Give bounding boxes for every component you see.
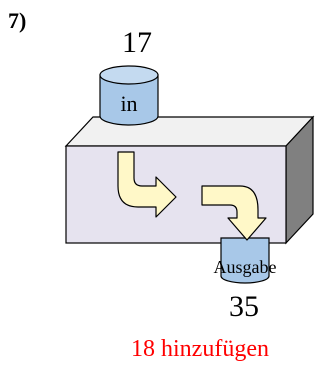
output-value: 35 (229, 290, 259, 323)
output-label: Ausgabe (214, 257, 277, 277)
problem-number: 7) (8, 8, 27, 33)
machine-top-face (64, 116, 315, 147)
process-arrow-1 (117, 151, 177, 218)
process-arrow-2 (201, 185, 267, 241)
output-cylinder: Ausgabe (214, 237, 277, 284)
input-cylinder: in (99, 65, 159, 126)
input-label: in (120, 91, 137, 116)
rule-text: 18 hinzufügen (131, 336, 269, 362)
input-value: 17 (122, 26, 152, 59)
